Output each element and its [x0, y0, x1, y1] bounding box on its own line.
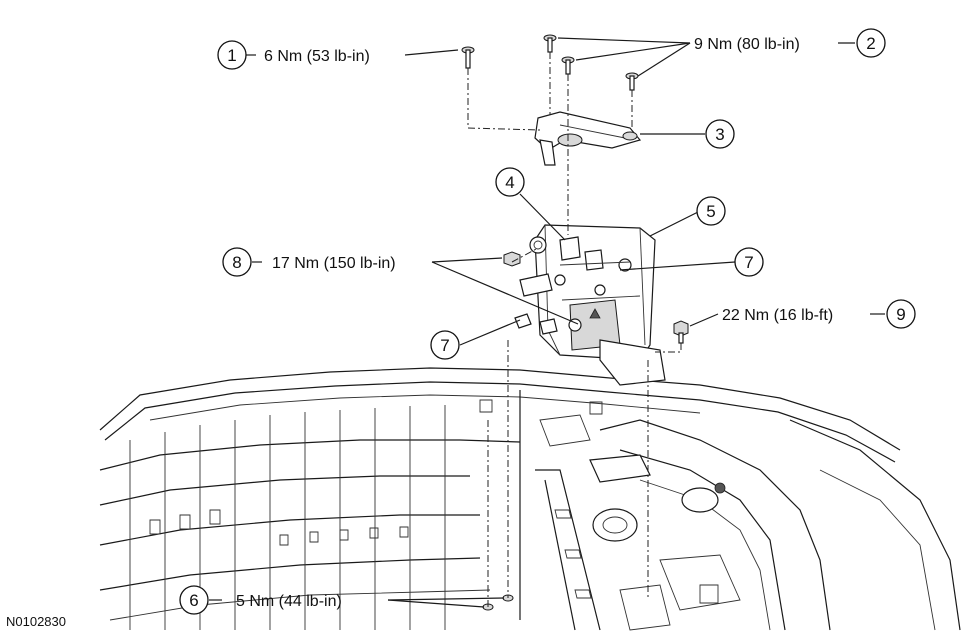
callout-number: 7 [440, 336, 449, 355]
vehicle-front-structure [99, 367, 961, 631]
mounting-bracket [534, 111, 642, 166]
leader-lines [209, 37, 885, 608]
callout-number: 2 [866, 34, 875, 53]
nut-item-8 [503, 251, 521, 267]
callout-number: 6 [189, 591, 198, 610]
callout-7-lower: 7 [430, 330, 460, 360]
bolts-item-2 [543, 34, 639, 91]
callout-6: 6 5 Nm (44 lb-in) [179, 585, 342, 615]
callout-7-upper: 7 [734, 247, 764, 277]
callout-number: 8 [232, 253, 241, 272]
torque-spec: 9 Nm (80 lb-in) [694, 36, 800, 53]
callout-9: 9 22 Nm (16 lb-ft) [722, 299, 916, 329]
bolt-item-9 [673, 320, 689, 344]
torque-spec: 22 Nm (16 lb-ft) [722, 307, 833, 324]
torque-spec: 5 Nm (44 lb-in) [236, 593, 342, 610]
callout-5: 5 [696, 196, 726, 226]
callout-number: 4 [505, 173, 514, 192]
fasteners [461, 34, 689, 611]
torque-spec: 17 Nm (150 lb-in) [272, 255, 396, 272]
callout-2: 2 9 Nm (80 lb-in) [694, 28, 886, 58]
bolt-item-1 [461, 46, 475, 69]
callout-1: 1 6 Nm (53 lb-in) [217, 40, 370, 70]
figure-id: N0102830 [6, 614, 66, 629]
callout-number: 5 [706, 202, 715, 221]
callout-number: 1 [227, 46, 236, 65]
callout-number: 7 [744, 253, 753, 272]
callout-3: 3 [705, 119, 735, 149]
callout-8: 8 17 Nm (150 lb-in) [222, 247, 396, 277]
connector-item-7 [514, 313, 558, 335]
assembly-centerlines [467, 52, 682, 607]
callout-number: 3 [715, 125, 724, 144]
torque-spec: 6 Nm (53 lb-in) [264, 48, 370, 65]
control-module-assembly [519, 224, 666, 386]
callout-4: 4 [495, 167, 525, 197]
callout-number: 9 [896, 305, 905, 324]
